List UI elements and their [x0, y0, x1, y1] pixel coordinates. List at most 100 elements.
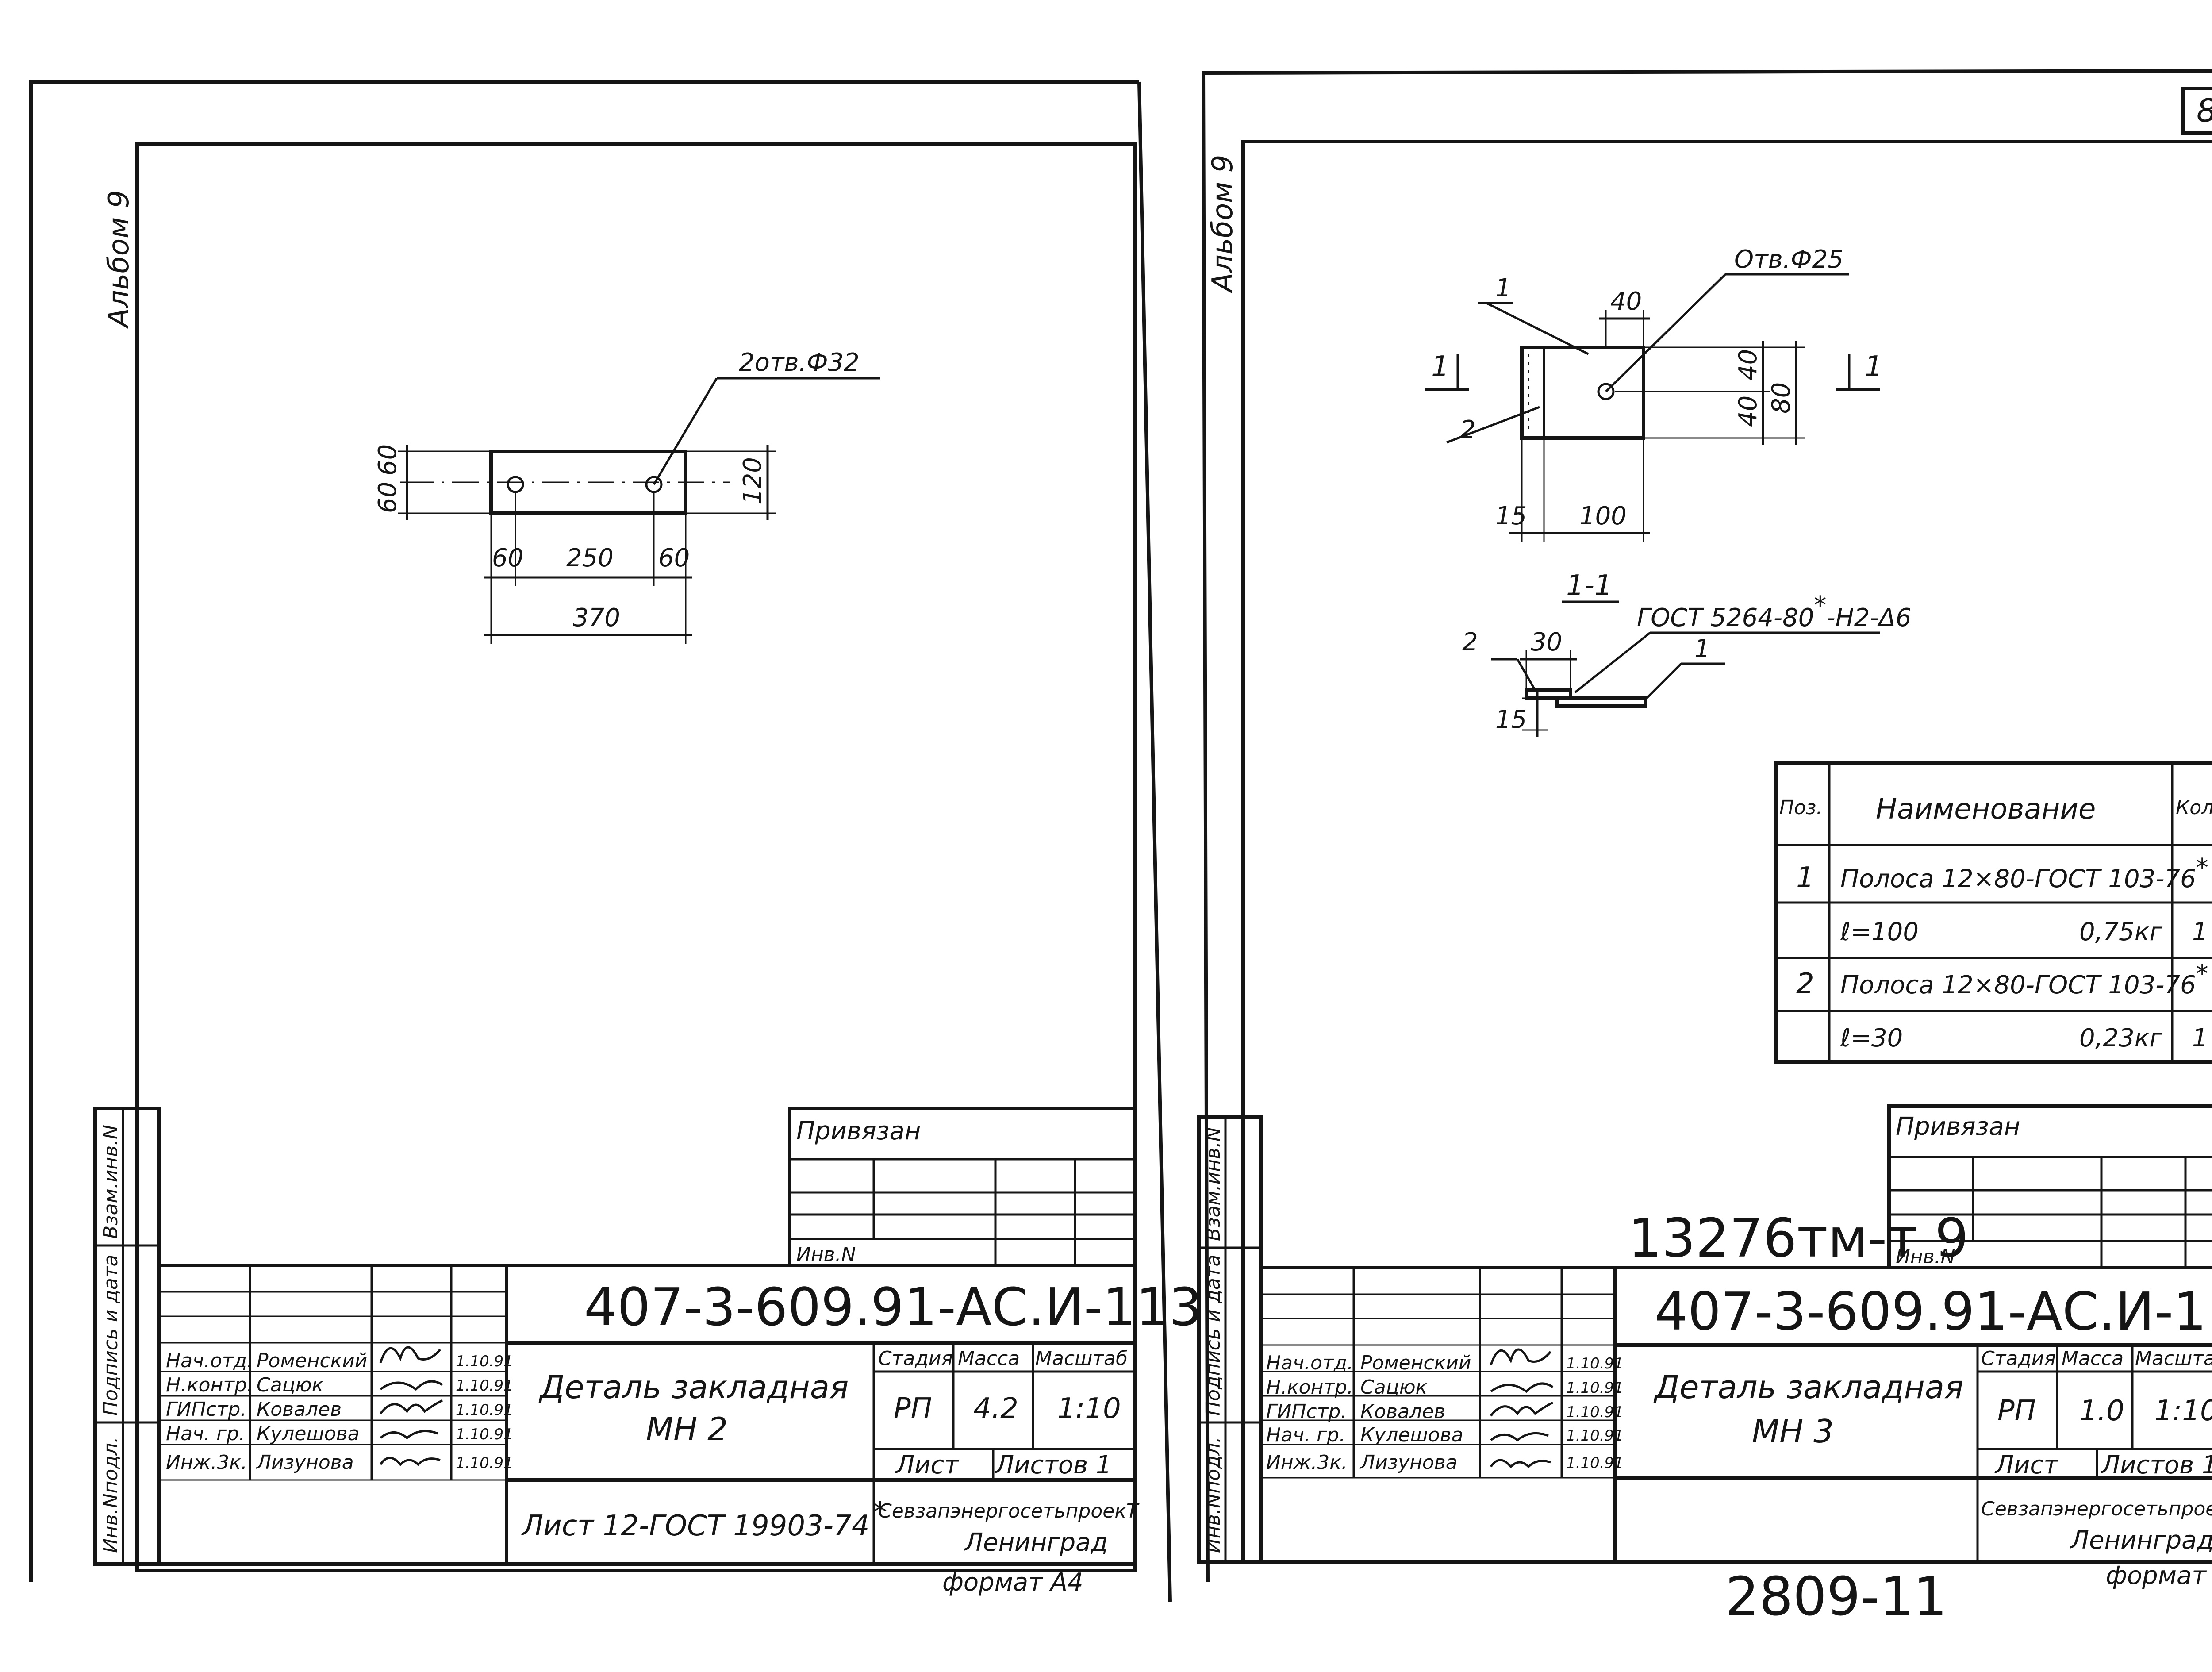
sheets-label-right: Листов 1 [2101, 1451, 2212, 1480]
title-block-left: 407-3-609.91-АС.И-113 Деталь закладная М… [157, 1264, 1202, 1597]
privyazan-inv-left: Инв.N [796, 1243, 856, 1266]
sig-name: Лизунова [1359, 1451, 1458, 1474]
plate-drawing-mn3: Отв.Ф25 1 2 1 1 40 40 [1425, 245, 1883, 542]
dim-left-60b: 60 [373, 444, 402, 476]
sig-role: Инж.3к. [1266, 1451, 1348, 1474]
sig-name: Ковалев [257, 1398, 342, 1421]
signature-row: Инж.3к. Лизунова 1.10.91 [166, 1451, 513, 1474]
spec-pos: 1 [1796, 861, 1814, 894]
sig-role: Инж.3к. [166, 1451, 247, 1474]
title-code-left: 407-3-609.91-АС.И-113 [584, 1276, 1202, 1338]
signature-row: Нач. гр. Кулешова 1.10.91 [166, 1422, 513, 1445]
section-pos2: 2 [1462, 628, 1478, 657]
title-block-right: 407-3-609.91-АС.И-114 Деталь закладная М… [1259, 1266, 2212, 1590]
sig-date: 1.10.91 [456, 1401, 513, 1419]
dim-right-120: 120 [738, 457, 767, 504]
weld-note: ГОСТ 5264-80*-Н2-Δ6 [1637, 591, 1911, 632]
scale-value-left: 1:10 [1057, 1392, 1121, 1425]
privyazan-inv-right: Инв.N [1896, 1245, 1955, 1268]
title-name-right-2: МН 3 [1752, 1413, 1834, 1450]
sig-name: Сацюк [257, 1374, 324, 1396]
section-dim-30: 30 [1531, 628, 1562, 657]
spec-qty: 1 [2192, 1024, 2208, 1053]
section-mark-left: 1 [1431, 350, 1449, 383]
spec-header-name: Наименование [1876, 793, 2096, 826]
archive-stamp: 13276тм-т 9 [1628, 1208, 1969, 1269]
handwritten-signatures-right [1490, 1348, 1554, 1468]
title-name-left-1: Деталь закладная [538, 1368, 849, 1406]
spec-name: Полоса 12×80-ГОСТ 103-76* [1840, 853, 2208, 893]
stamp-signature-date: Подпись и дата [1202, 1255, 1225, 1416]
hole-1 [507, 476, 524, 493]
stage-value-right: РП [1997, 1395, 2036, 1427]
sig-date: 1.10.91 [1566, 1427, 1624, 1445]
sig-role: Нач. гр. [1266, 1424, 1345, 1446]
title-name-left-2: МН 2 [646, 1411, 728, 1448]
reference-left: Лист 12-ГОСТ 19903-74* [521, 1496, 887, 1542]
signature-row: ГИПстр. Ковалев 1.10.91 [166, 1398, 513, 1421]
stamp-inv-podl: Инв.Nподл. [1202, 1437, 1225, 1553]
dim-100: 100 [1579, 502, 1627, 530]
org-right-1: СевзапэнергосетьпроекТ [1981, 1498, 2212, 1520]
org-right-2: Ленинград [2070, 1526, 2212, 1555]
stamp-inv-podl: Инв.Nподл. [100, 1437, 122, 1553]
dim-40-top: 40 [1610, 287, 1642, 316]
title-name-right-1: Деталь закладная [1653, 1368, 1963, 1406]
page-frame: 86 [29, 69, 2212, 1602]
sig-name: Кулешова [1360, 1424, 1463, 1446]
side-stamp-left: Инв.Nподл. Подпись и дата Взам.инв.N [93, 1107, 161, 1566]
stamp-zam-inv: Взам.инв.N [100, 1125, 122, 1239]
sig-role: Нач.отд. [166, 1349, 253, 1372]
hole-note-mn3: Отв.Ф25 [1734, 245, 1843, 274]
spec-table: Поз. Наименование Кол. 1 Полоса 12×80-ГО… [1774, 761, 2212, 1064]
section-mark-right: 1 [1865, 350, 1883, 383]
stage-header-right: Стадия [1981, 1347, 2056, 1370]
spec-name: ℓ=100 [1840, 918, 1919, 946]
table-row: 1 Полоса 12×80-ГОСТ 103-76* [1796, 853, 2208, 894]
stage-header-left: Стадия [878, 1347, 953, 1370]
sig-date: 1.10.91 [1566, 1379, 1624, 1397]
format-left: формат А4 [942, 1568, 1083, 1597]
sig-name: Роменский [257, 1349, 367, 1372]
right-sheet: Альбом 9 Отв.Ф25 1 2 1 1 [1197, 140, 2212, 1628]
spec-header-qty: Кол. [2176, 796, 2212, 819]
section-dim-15: 15 [1495, 705, 1527, 734]
sheet-label-left: Лист [895, 1451, 959, 1480]
scale-header-right: Масштаб [2135, 1347, 2212, 1370]
dim-left-60a: 60 [373, 482, 402, 513]
signature-row: Н.контр. Сацюк 1.10.91 [166, 1374, 513, 1396]
sig-date: 1.10.91 [1566, 1454, 1624, 1472]
mass-value-right: 1.0 [2079, 1395, 2124, 1427]
sig-date: 1.10.91 [456, 1426, 513, 1443]
spec-pos: 2 [1796, 968, 1814, 1000]
mass-header-left: Масса [958, 1347, 1020, 1370]
page-number: 86 [2197, 92, 2212, 129]
format-right: формат А4 [2106, 1561, 2212, 1590]
sig-role: Нач. гр. [166, 1422, 245, 1445]
handwritten-signatures-left [379, 1346, 443, 1466]
sig-role: ГИПстр. [1266, 1400, 1347, 1423]
signature-row: Нач.отд. Роменский 1.10.91 [1266, 1352, 1624, 1374]
sig-role: Нач.отд. [1266, 1352, 1353, 1374]
sig-role: ГИПстр. [166, 1398, 246, 1421]
stamp-zam-inv: Взам.инв.N [1202, 1127, 1225, 1241]
org-left-1: СевзапэнергосетьпроекТ [878, 1500, 1140, 1522]
section-strip-1 [1555, 696, 1647, 708]
spec-name: Полоса 12×80-ГОСТ 103-76* [1840, 960, 2208, 999]
sig-name: Лизунова [256, 1451, 354, 1474]
sig-role: Н.контр. [1266, 1376, 1353, 1399]
signature-row: Нач. гр. Кулешова 1.10.91 [1266, 1424, 1624, 1446]
mass-header-right: Масса [2062, 1347, 2124, 1370]
scale-header-left: Масштаб [1035, 1347, 1128, 1370]
spec-name: ℓ=30 [1840, 1024, 1903, 1053]
spec-weight: 0,75кг [2079, 918, 2163, 946]
org-left-2: Ленинград [964, 1528, 1108, 1557]
privyazan-title-left: Привязан [796, 1117, 921, 1145]
mass-value-left: 4.2 [973, 1392, 1018, 1425]
pos1-label: 1 [1495, 274, 1511, 303]
dim-40-b: 40 [1734, 396, 1763, 427]
sig-date: 1.10.91 [456, 1377, 513, 1395]
sig-date: 1.10.91 [1566, 1403, 1624, 1421]
signature-row: Инж.3к. Лизунова 1.10.91 [1266, 1451, 1624, 1474]
album-label-right: Альбом 9 [1206, 155, 1239, 294]
